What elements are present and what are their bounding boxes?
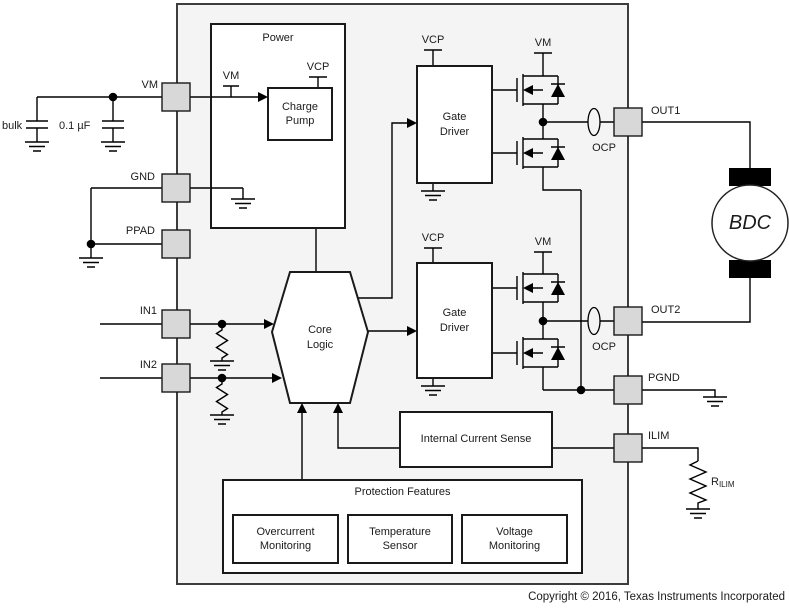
power-internal-rails: [211, 76, 327, 98]
temperature-sensor-label: Temperature Sensor: [369, 525, 431, 552]
ocp-label-2: OCP: [592, 341, 616, 353]
bdc-motor: [711, 168, 789, 278]
vm-rail-bridge2-symbol: [534, 251, 552, 274]
bypass-capacitor: [102, 120, 124, 142]
temperature-sensor-block: [347, 514, 453, 564]
internal-current-sense-block: [399, 411, 553, 468]
bdc-motor-label: BDC: [728, 212, 772, 234]
ground-symbol-in1: [210, 360, 234, 371]
ground-symbol-ilim: [686, 508, 710, 519]
overcurrent-monitoring-label: Overcurrent Monitoring: [256, 525, 315, 552]
vm-rail-bridge2-label: VM: [534, 236, 552, 248]
charge-pump-block: [267, 87, 333, 141]
rilim-label: RILIM: [711, 476, 735, 489]
voltage-monitoring-label: Voltage Monitoring: [488, 525, 541, 552]
bulk-capacitor: [26, 120, 48, 142]
out2-pin-label: OUT2: [651, 304, 681, 316]
in2-pin: [161, 363, 191, 393]
ground-symbol-ppad: [79, 257, 103, 268]
core-logic-block: [270, 271, 370, 404]
ppad-pin-label: PPAD: [125, 225, 155, 237]
ground-symbol-gd2: [421, 385, 445, 396]
ilim-pin: [613, 433, 643, 463]
vm-rail-bridge1-label: VM: [534, 37, 552, 49]
gate-driver-2-label: Gate Driver: [439, 307, 470, 334]
vm-rail-bridge1-symbol: [534, 52, 552, 76]
gate-driver-2-rails: [421, 247, 517, 396]
core-logic-label: Core Logic: [306, 324, 334, 351]
arrow-protection-core: [297, 403, 307, 413]
rilim-subscript: ILIM: [718, 480, 735, 489]
arrow-in1-core: [264, 319, 274, 329]
out1-pin-label: OUT1: [651, 105, 681, 117]
out1-pin: [613, 107, 643, 137]
vcp-rail-gd2-symbol: [424, 247, 442, 263]
pgnd-pin-label: PGND: [648, 372, 680, 384]
internal-current-sense-label: Internal Current Sense: [420, 433, 532, 446]
bulk-cap-label: bulk: [2, 120, 23, 132]
in2-pin-label: IN2: [139, 359, 157, 371]
ocp-sense-2: [587, 306, 601, 336]
ground-symbol-bulk: [25, 141, 49, 152]
arrow-sense-core: [333, 403, 343, 413]
pulldown-resistor-in2: [215, 378, 229, 415]
in1-pin-label: IN1: [139, 305, 157, 317]
pulldown-resistor-in1: [215, 324, 229, 361]
gnd-pin-label: GND: [130, 171, 155, 183]
ppad-pin: [161, 229, 191, 259]
ocp-sense-1: [587, 107, 601, 137]
vcp-rail-gd1-label: VCP: [421, 34, 445, 46]
overcurrent-monitoring-block: [232, 514, 339, 564]
in1-net: [100, 323, 266, 371]
arrowheads-and-dots: [86, 84, 586, 413]
ilim-net: [642, 447, 710, 519]
rilim-name: R: [711, 476, 719, 488]
ground-symbol-in2: [210, 414, 234, 425]
arrow-in2-core: [272, 373, 282, 383]
vm-pin-label: VM: [141, 79, 159, 91]
in2-net: [100, 377, 274, 425]
pgnd-net: [642, 389, 727, 407]
vm-pin: [161, 82, 191, 112]
ilim-pin-label: ILIM: [648, 430, 670, 442]
core-gd1-wire: [352, 122, 409, 299]
copyright-text: Copyright © 2016, Texas Instruments Inco…: [528, 591, 785, 603]
power-internal-ground: [211, 187, 255, 209]
ilim-resistor: [688, 460, 708, 509]
voltage-monitoring-block: [461, 514, 568, 564]
bypass-cap-label: 0.1 µF: [59, 120, 91, 132]
vcp-rail-gd2-label: VCP: [421, 232, 445, 244]
ground-symbol-bypass: [101, 141, 125, 152]
ground-symbol-pgnd: [703, 396, 727, 407]
gnd-pin: [161, 173, 191, 203]
gate-driver-1-block: [416, 65, 493, 184]
current-sense-wires: [337, 406, 614, 449]
charge-pump-label: Charge Pump: [281, 100, 319, 127]
pgnd-pin: [613, 375, 643, 405]
ground-symbol-gd1: [421, 190, 445, 201]
vm-rail-power-label: VM: [222, 70, 240, 82]
pins: [161, 82, 643, 463]
arrow-core-gd1: [407, 118, 417, 128]
gate-driver-1-rails: [421, 49, 517, 201]
in1-pin: [161, 309, 191, 339]
arrow-core-gd2: [407, 326, 417, 336]
gate-driver-2-block: [416, 262, 493, 379]
arrow-into-charge-pump: [258, 92, 268, 102]
vcp-rail-gd1-symbol: [424, 49, 442, 66]
gate-driver-1-label: Gate Driver: [439, 111, 470, 138]
motor-net: [642, 121, 751, 323]
vcp-rail-power-label: VCP: [306, 61, 330, 73]
ocp-label-1: OCP: [592, 142, 616, 154]
power-block-title: Power: [262, 32, 294, 44]
out2-pin: [613, 306, 643, 336]
protection-features-title: Protection Features: [354, 486, 451, 498]
